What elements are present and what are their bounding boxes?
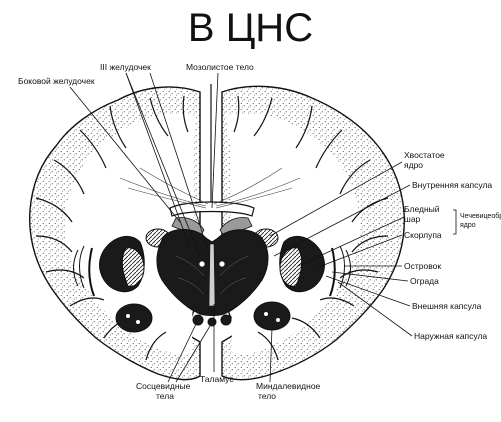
mammillary-body-right [221,315,231,325]
mammillary-body-center [208,318,216,326]
mammillary-body-left [193,315,203,325]
label-putamen: Скорлупа [404,230,442,240]
label-amygdala-1: Миндалевидное [256,381,321,391]
slide-title: В ЦНС [0,2,501,54]
label-claustrum: Ограда [410,276,439,286]
label-globus-pallidus-1: Бледный [404,204,440,214]
third-ventricle-shape [209,244,215,306]
label-lateral-ventricle: Боковой желудочек [18,76,95,86]
label-lentiform-1: Чечевицеобразное [460,212,501,220]
label-extreme-capsule: Наружная капсула [414,331,487,341]
label-corpus-callosum: Мозолистое тело [186,62,254,72]
label-third-ventricle: III желудочек [100,62,151,72]
label-external-capsule: Внешняя капсула [412,301,482,311]
label-caudate-1: Хвостатое [404,150,445,160]
label-caudate-2: ядро [404,160,423,170]
fornix-dot-right [219,261,225,267]
brain-coronal-section-diagram: III желудочек Мозолистое тело Боковой же… [0,60,501,422]
amygdala-right [254,302,290,330]
label-amygdala-2: тело [258,391,276,401]
label-internal-capsule: Внутренняя капсула [412,180,492,190]
amygdala-left [116,304,152,332]
label-insula: Островок [404,261,441,271]
label-thalamus: Таламус [200,374,234,384]
label-mammillary-2: тела [156,391,174,401]
label-mammillary-1: Сосцевидные [136,381,191,391]
fornix-dot-left [199,261,205,267]
label-globus-pallidus-2: шар [404,214,421,224]
label-lentiform-2: ядро [460,222,476,229]
